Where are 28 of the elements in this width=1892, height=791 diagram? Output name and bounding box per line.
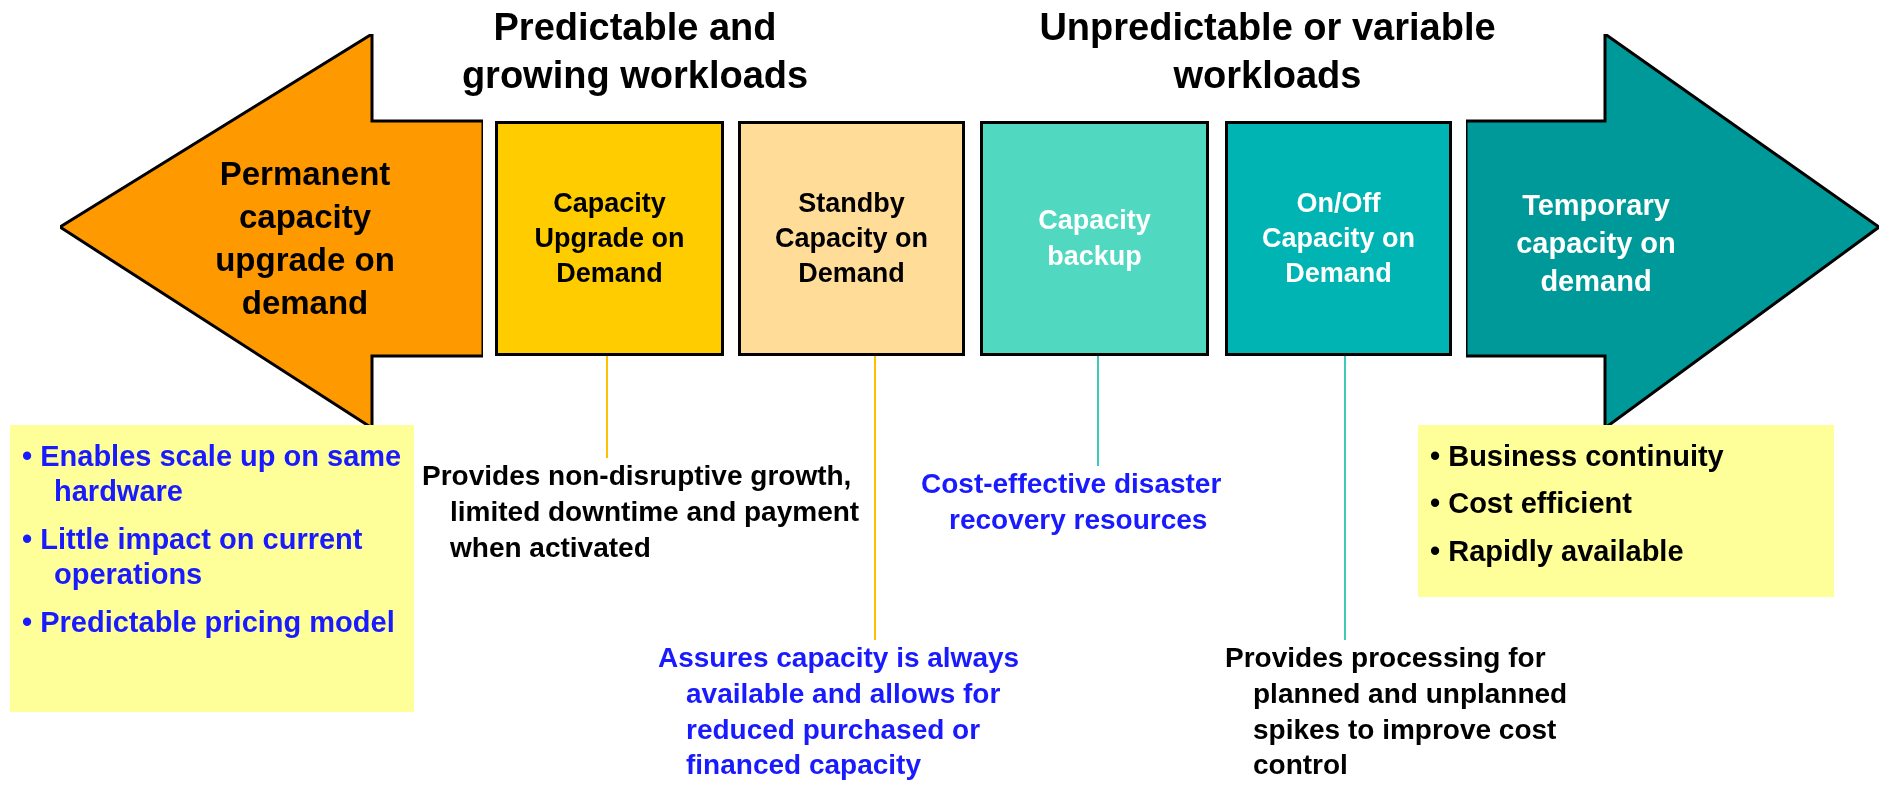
leader-line (1097, 355, 1099, 467)
callout-text: Assures capacity is always available and allows for reduced purchased or financed capacity (658, 641, 1021, 783)
option-box (495, 121, 724, 356)
bullet-item: • Cost efficient (1430, 486, 1633, 522)
arrow-label: Permanent capacity upgrade on demand (214, 154, 396, 323)
bullet-item: • Business continuity (1430, 439, 1725, 474)
arrow-label: Temporary capacity on demand (1515, 188, 1677, 299)
option-box (738, 121, 965, 356)
box-label: Standby Capacity on Demand (773, 186, 929, 291)
leader-line (874, 355, 876, 641)
callout-text: Provides processing for planned and unplanned spikes to improve cost control (1225, 641, 1569, 783)
box-label: Capacity backup (1037, 204, 1152, 273)
note-panel (1418, 425, 1834, 597)
bullet-item: • Rapidly available (1430, 533, 1685, 569)
bullet-item: • Little impact on current operations (22, 521, 364, 593)
callout-text: Provides non-disruptive growth, limited downtime and payment when activated (422, 459, 861, 565)
bullet-item: • Enables scale up on same hardware (22, 439, 403, 510)
option-box (1225, 121, 1452, 356)
callout-text: Cost-effective disaster recovery resources (921, 467, 1223, 537)
section-heading: Unpredictable or variable workloads (1038, 5, 1497, 98)
leader-line (606, 355, 608, 459)
bullet-item: • Predictable pricing model (22, 604, 396, 640)
box-label: Capacity Upgrade on Demand (533, 186, 686, 291)
leader-line (1344, 355, 1346, 641)
section-heading: Predictable and growing workloads (460, 5, 810, 98)
note-panel (10, 425, 414, 712)
option-box (980, 121, 1209, 356)
box-label: On/Off Capacity on Demand (1260, 186, 1416, 291)
